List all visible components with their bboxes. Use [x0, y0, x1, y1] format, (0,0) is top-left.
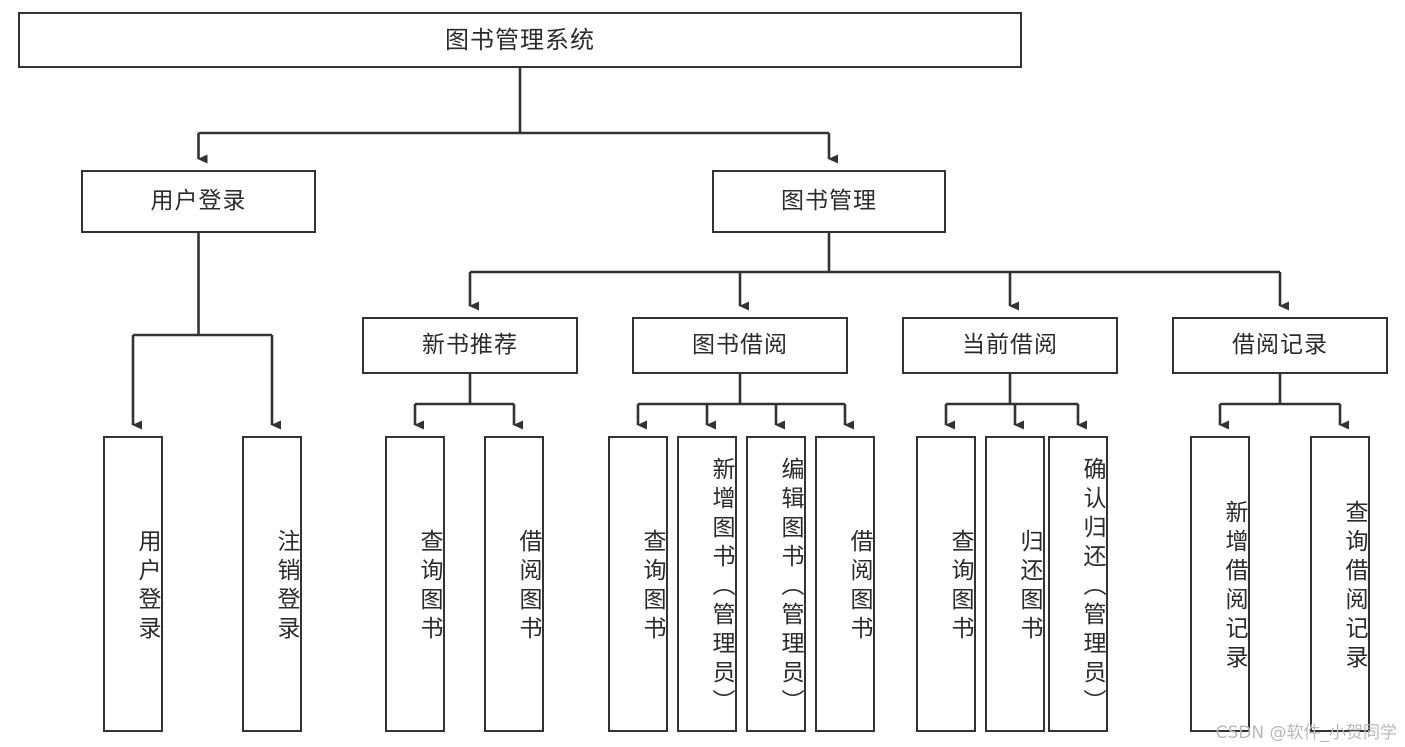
node-label-borrow-query-book: 查询图书 [639, 529, 665, 645]
node-current-borrow[interactable]: 当前借阅 [902, 317, 1118, 374]
node-book-borrow[interactable]: 图书借阅 [632, 317, 848, 374]
node-user-login[interactable]: 用户登录 [81, 170, 316, 233]
node-root[interactable]: 图书管理系统 [18, 12, 1022, 68]
node-recommend-borrow-book[interactable]: 借阅图书 [484, 436, 544, 732]
node-user-logout[interactable]: 注销登录 [242, 436, 302, 732]
node-record-add[interactable]: 新增借阅记录 [1190, 436, 1250, 732]
node-label-borrow-borrow-book: 借阅图书 [846, 529, 872, 645]
node-label-user-login: 用户登录 [150, 187, 247, 214]
node-label-borrow-add-book: 新增图书（管理员） [708, 456, 734, 718]
node-borrow-add-book[interactable]: 新增图书（管理员） [677, 436, 737, 732]
node-label-current-query-book: 查询图书 [947, 529, 973, 645]
node-label-book-borrow: 图书借阅 [692, 331, 788, 358]
node-recommend-query-book[interactable]: 查询图书 [385, 436, 445, 732]
node-borrow-borrow-book[interactable]: 借阅图书 [815, 436, 875, 732]
watermark-credit: CSDN @软件_小贺同学 [1215, 723, 1397, 743]
node-user-login-do[interactable]: 用户登录 [103, 436, 163, 732]
node-label-record-query: 查询借阅记录 [1341, 500, 1367, 674]
node-new-book-recommend[interactable]: 新书推荐 [362, 317, 578, 374]
node-label-user-login-do: 用户登录 [134, 529, 160, 645]
node-current-query-book[interactable]: 查询图书 [916, 436, 976, 732]
node-current-confirm-return[interactable]: 确认归还（管理员） [1048, 436, 1108, 732]
node-label-current-return-book: 归还图书 [1016, 529, 1042, 645]
node-borrow-query-book[interactable]: 查询图书 [608, 436, 668, 732]
node-record-query[interactable]: 查询借阅记录 [1310, 436, 1370, 732]
node-label-root: 图书管理系统 [445, 25, 595, 54]
node-book-manage[interactable]: 图书管理 [712, 170, 946, 233]
node-borrow-edit-book[interactable]: 编辑图书（管理员） [746, 436, 806, 732]
node-label-recommend-borrow-book: 借阅图书 [515, 529, 541, 645]
node-label-book-manage: 图书管理 [781, 187, 877, 214]
node-borrow-record[interactable]: 借阅记录 [1172, 317, 1388, 374]
node-current-return-book[interactable]: 归还图书 [985, 436, 1045, 732]
node-label-new-book-recommend: 新书推荐 [422, 331, 518, 358]
node-label-current-confirm-return: 确认归还（管理员） [1079, 456, 1105, 718]
node-label-borrow-edit-book: 编辑图书（管理员） [777, 456, 803, 718]
node-label-recommend-query-book: 查询图书 [416, 529, 442, 645]
node-label-current-borrow: 当前借阅 [962, 331, 1058, 358]
node-label-user-logout: 注销登录 [273, 529, 299, 645]
node-label-record-add: 新增借阅记录 [1221, 500, 1247, 674]
node-label-borrow-record: 借阅记录 [1232, 331, 1328, 358]
